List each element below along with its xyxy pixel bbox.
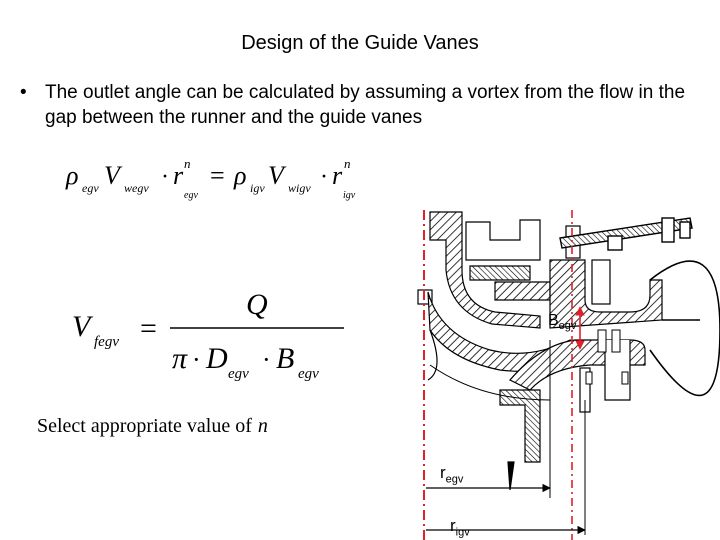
eq1-dot-2: · <box>320 164 328 190</box>
eq1-exp-n-1: n <box>184 156 191 171</box>
eq1-exp-n-2: n <box>344 156 351 171</box>
eq1-sub-igv-2: igv <box>343 190 356 201</box>
eq1-v-1: V <box>104 161 123 190</box>
eq1-rho-2: ρ <box>233 161 246 190</box>
eq2-pi: π <box>172 342 188 375</box>
operating-lever <box>559 217 693 251</box>
eq1-rho-1: ρ <box>65 161 78 190</box>
slide-title: Design of the Guide Vanes <box>241 32 479 54</box>
r-igv-label: rigv <box>450 516 470 539</box>
eq2-numerator-q: Q <box>246 288 268 321</box>
eq2-dot-1: · <box>192 345 201 374</box>
eq2-v: V <box>72 310 94 343</box>
select-n-variable: n <box>257 415 268 437</box>
eq2-sub-egv-1: egv <box>228 366 249 382</box>
eq1-sub-igv-1: igv <box>250 181 265 195</box>
eq2-d: D <box>205 342 228 375</box>
eq1-sub-egv-2: egv <box>184 190 198 201</box>
bottom-ring <box>499 339 646 491</box>
eq1-v-2: V <box>268 161 287 190</box>
guide-vane-cross-section-drawing <box>417 210 720 540</box>
b-egv-label: Begv <box>548 312 577 333</box>
eq1-sub-wigv: wigv <box>288 181 311 195</box>
bullet-dot-icon: • <box>20 82 27 103</box>
bolts <box>585 329 629 385</box>
eq1-equals: = <box>210 161 225 190</box>
eq2-equals: = <box>140 312 157 345</box>
eq2-b: B <box>276 342 294 375</box>
vortex-equation: ρ egv V wegv · r n egv = ρ igv V wigv · … <box>65 156 356 201</box>
head-cover <box>417 211 551 329</box>
flow-streamline <box>429 364 551 401</box>
select-n-label: Select appropriate value of <box>37 415 252 437</box>
eq2-sub-fegv: fegv <box>94 334 119 350</box>
eq1-dot-1: · <box>161 164 169 190</box>
bullet-text: The outlet angle can be calculated by as… <box>45 82 686 128</box>
eq1-sub-wegv: wegv <box>124 181 149 195</box>
eq1-r-1: r <box>173 161 184 190</box>
eq1-sub-egv-1: egv <box>82 181 99 195</box>
eq1-r-2: r <box>332 161 343 190</box>
eq2-dot-2: · <box>262 345 271 374</box>
r-egv-label: regv <box>440 463 464 486</box>
eq2-sub-egv-2: egv <box>298 366 319 382</box>
flow-velocity-equation: V fegv = Q π · D egv · B egv <box>72 288 344 382</box>
